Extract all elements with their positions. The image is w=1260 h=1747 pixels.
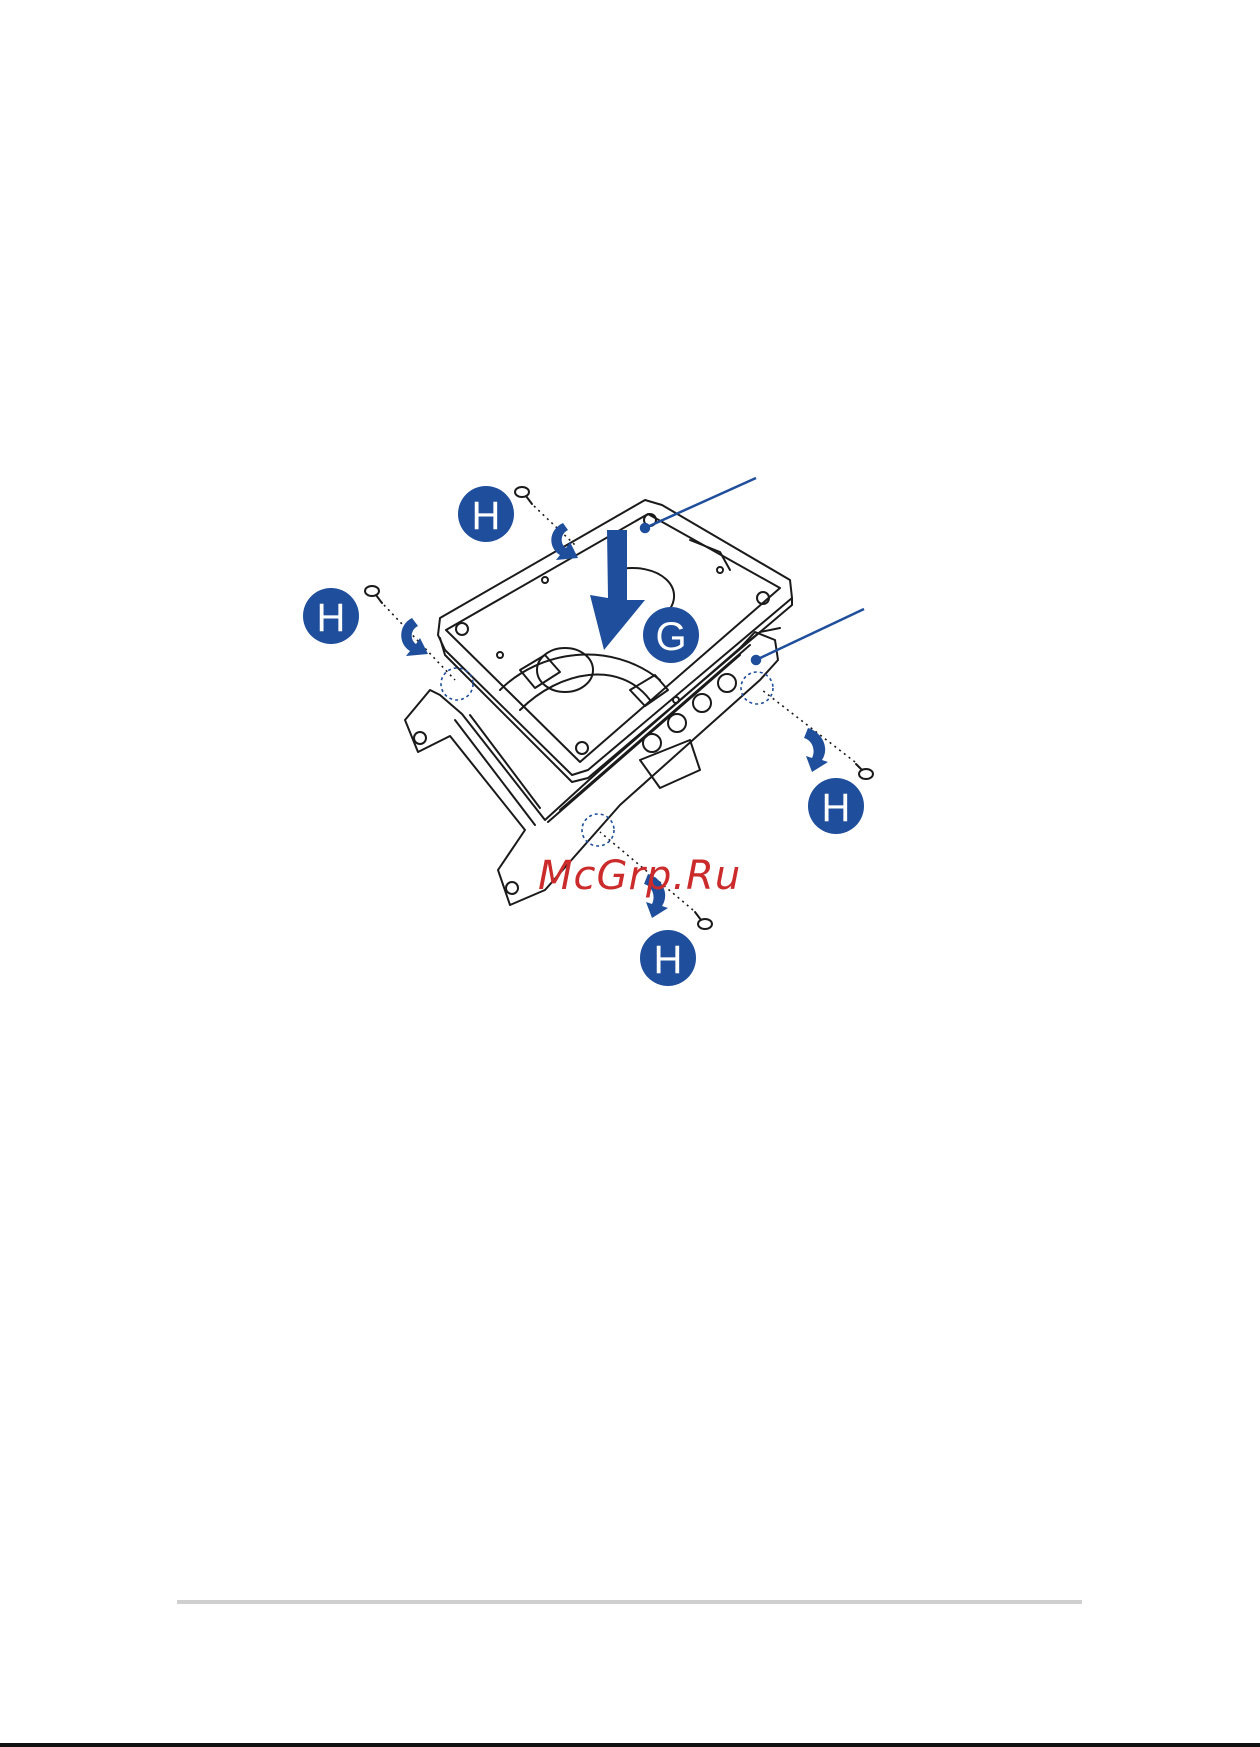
callout-g: G [643, 607, 699, 663]
callout-h-right: H [808, 778, 864, 834]
screw-top-left [515, 487, 532, 504]
svg-text:H: H [822, 786, 851, 830]
footer-divider [177, 1600, 1082, 1604]
watermark: McGrp.Ru [538, 853, 741, 899]
svg-text:H: H [317, 596, 346, 640]
page-bottom-edge [0, 1743, 1260, 1747]
screw-right [856, 764, 873, 779]
screw-bottom [695, 912, 712, 929]
callout-h-left: H [303, 588, 359, 644]
insert-down-arrow [590, 530, 645, 650]
screw-left [365, 586, 382, 603]
callout-h-bottom: H [640, 930, 696, 986]
svg-text:H: H [654, 938, 683, 982]
callout-h-top: H [458, 486, 514, 542]
svg-text:G: G [655, 615, 686, 659]
svg-text:H: H [472, 494, 501, 538]
